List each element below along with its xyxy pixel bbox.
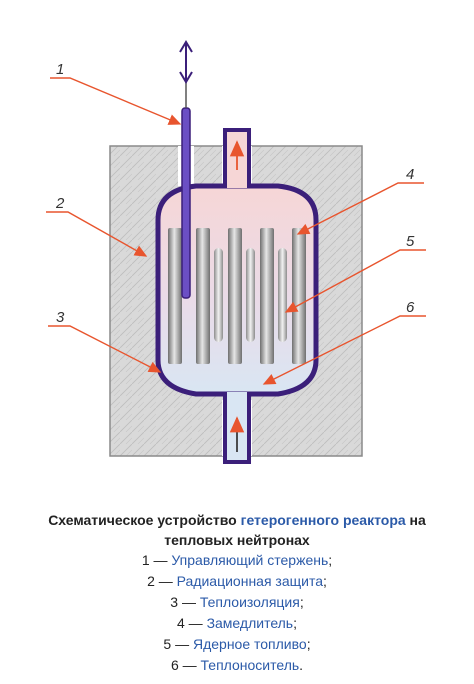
fuel-element	[278, 248, 287, 342]
legend-list: 1 — Управляющий стержень;2 — Радиационна…	[0, 550, 474, 676]
legend-item: 2 — Радиационная защита;	[0, 571, 474, 592]
legend-item-punctuation: ;	[306, 636, 311, 652]
legend-item-number: 2 —	[147, 573, 177, 589]
fuel-element	[246, 248, 255, 342]
moderator-rods	[168, 228, 306, 364]
legend-item-punctuation: ;	[328, 552, 333, 568]
callout-label-3: 3	[56, 309, 65, 326]
legend-item: 3 — Теплоизоляция;	[0, 592, 474, 613]
figure-caption: Схематическое устройство гетерогенного р…	[0, 510, 474, 676]
legend-item-punctuation: ;	[323, 573, 327, 589]
moderator-rod	[168, 228, 182, 364]
legend-item-number: 4 —	[176, 615, 207, 631]
fuel-elements	[214, 248, 287, 342]
legend-item-punctuation: ;	[299, 594, 304, 610]
caption-title-prefix: Схематическое устройство	[48, 512, 241, 528]
caption-title: Схематическое устройство гетерогенного р…	[0, 510, 474, 550]
moderator-rod	[260, 228, 274, 364]
leader-line-4	[296, 182, 424, 235]
legend-item-link[interactable]: Замедлитель	[206, 615, 294, 631]
control-rod-motion-arrow	[179, 40, 193, 84]
legend-item-link[interactable]: Радиационная защита	[176, 573, 324, 589]
leader-lines	[46, 77, 426, 385]
control-rod	[181, 107, 191, 299]
caption-title-suffix: на тепловых нейтронах	[164, 512, 426, 548]
legend-item-number: 6 —	[170, 657, 201, 673]
leader-line-5	[284, 249, 426, 313]
caption-title-link[interactable]: гетерогенного реактора	[240, 512, 406, 528]
callout-label-2: 2	[55, 195, 65, 212]
reactor-diagram: 1 2 3 4 5 6	[46, 40, 426, 464]
legend-item: 5 — Ядерное топливо;	[0, 634, 474, 655]
legend-item-link[interactable]: Ядерное топливо	[192, 636, 307, 652]
leader-line-3	[48, 325, 162, 373]
legend-item-number: 3 —	[170, 594, 200, 610]
legend-item-link[interactable]: Теплоноситель	[200, 657, 300, 673]
legend-item-link[interactable]: Управляющий стержень	[171, 552, 329, 568]
legend-item-number: 1 —	[141, 552, 172, 568]
legend-item-link[interactable]: Теплоизоляция	[199, 594, 300, 610]
callout-label-4: 4	[406, 166, 414, 183]
legend-item-punctuation: .	[299, 657, 304, 673]
moderator-rod	[292, 228, 306, 364]
legend-item: 1 — Управляющий стержень;	[0, 550, 474, 571]
moderator-rod	[196, 228, 210, 364]
fuel-element	[214, 248, 223, 342]
legend-item-number: 5 —	[163, 636, 193, 652]
leader-line-1	[50, 77, 182, 125]
legend-item: 6 — Теплоноситель.	[0, 655, 474, 676]
callout-label-1: 1	[56, 61, 64, 78]
leader-line-2	[46, 211, 148, 257]
callout-label-5: 5	[406, 233, 415, 250]
callout-label-6: 6	[406, 299, 415, 316]
moderator-rod	[228, 228, 242, 364]
legend-item-punctuation: ;	[293, 615, 297, 631]
leader-line-6	[262, 315, 426, 385]
legend-item: 4 — Замедлитель;	[0, 613, 474, 634]
